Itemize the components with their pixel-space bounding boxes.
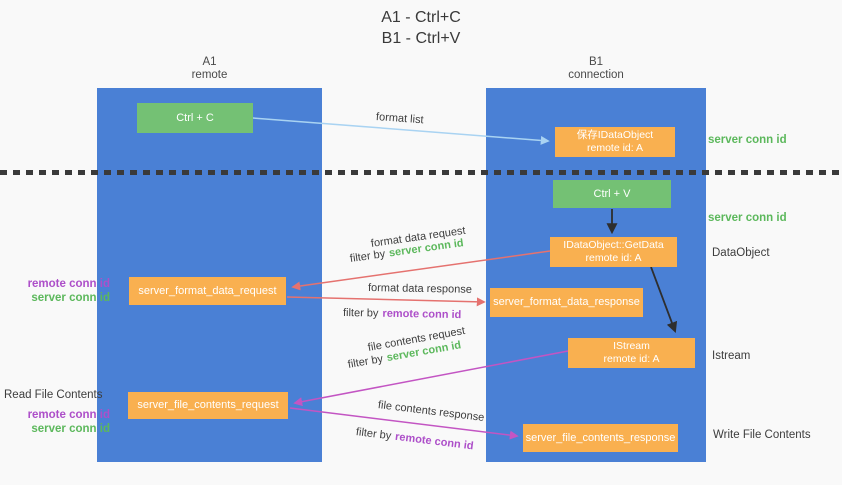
server-file-contents-response-label: server_file_contents_response	[525, 431, 676, 444]
istream-line2: remote id: A	[603, 353, 660, 365]
filter-value-4: remote conn id	[394, 430, 475, 453]
title-line-2: B1 - Ctrl+V	[381, 30, 461, 47]
save-idataobject-line1: 保存IDataObject	[576, 129, 654, 141]
server-format-data-request-box: server_format_data_request	[129, 277, 286, 305]
remote-conn-id-annotation-2: remote conn id	[27, 409, 110, 421]
lane-header-b1: B1 connection	[486, 56, 706, 82]
server-conn-id-annotation-1: server conn id	[31, 292, 110, 304]
server-file-contents-request-label: server_file_contents_request	[137, 399, 279, 411]
idataobject-getdata-box: IDataObject::GetData remote id: A	[550, 237, 677, 267]
ctrl-v-label: Ctrl + V	[593, 187, 631, 200]
ctrl-c-label: Ctrl + C	[176, 111, 214, 124]
istream-annotation: Istream	[712, 350, 751, 362]
write-file-contents-annotation: Write File Contents	[713, 429, 811, 441]
lane-header-a1: A1 remote	[97, 56, 322, 82]
filter-by-text-1: filter by	[349, 248, 386, 265]
save-idataobject-line2: remote id: A	[586, 142, 644, 154]
getdata-line2: remote id: A	[585, 252, 642, 264]
lane-a1-name: A1	[202, 56, 217, 68]
server-format-data-response-label: server_format_data_response	[493, 296, 640, 308]
title-line-1: A1 - Ctrl+C	[381, 9, 461, 26]
istream-line1: IStream	[613, 340, 650, 352]
filter-by-text-4: filter by	[355, 426, 392, 443]
format-list-label: format list	[375, 111, 424, 127]
server-file-contents-request-box: server_file_contents_request	[128, 392, 288, 419]
format-request-conn-ids: remote conn id server conn id	[8, 277, 110, 305]
ctrl-c-box: Ctrl + C	[137, 103, 253, 133]
istream-box: IStream remote id: A	[568, 338, 695, 368]
server-conn-id-annotation-top: server conn id	[708, 134, 787, 146]
getdata-line1: IDataObject::GetData	[563, 239, 664, 251]
file-contents-response-label: file contents response	[377, 399, 485, 424]
server-format-data-request-label: server_format_data_request	[138, 284, 277, 297]
ctrl-v-box: Ctrl + V	[553, 180, 671, 208]
server-conn-id-annotation-2: server conn id	[31, 423, 110, 435]
filter-by-text-2: filter by	[342, 307, 379, 320]
server-conn-id-annotation-mid: server conn id	[708, 212, 787, 224]
read-file-contents-annotation: Read File Contents	[4, 389, 103, 401]
remote-conn-id-annotation-1: remote conn id	[27, 278, 110, 290]
file-request-conn-ids: remote conn id server conn id	[8, 408, 110, 436]
filter-by-text-3: filter by	[346, 352, 384, 371]
filter-value-2: remote conn id	[382, 307, 462, 322]
format-data-response-label: format data response	[367, 282, 473, 296]
lane-b1-subtitle: connection	[568, 69, 624, 81]
session-separator-dotted-line	[0, 170, 842, 175]
diagram-title: A1 - Ctrl+C B1 - Ctrl+V	[0, 7, 842, 49]
dataobject-annotation: DataObject	[712, 247, 770, 259]
save-idataobject-box: 保存IDataObject remote id: A	[555, 127, 675, 157]
lane-b1-name: B1	[588, 56, 604, 68]
server-file-contents-response-box: server_file_contents_response	[523, 424, 678, 452]
lane-a1-subtitle: remote	[191, 69, 228, 81]
server-format-data-response-box: server_format_data_response	[490, 288, 643, 317]
